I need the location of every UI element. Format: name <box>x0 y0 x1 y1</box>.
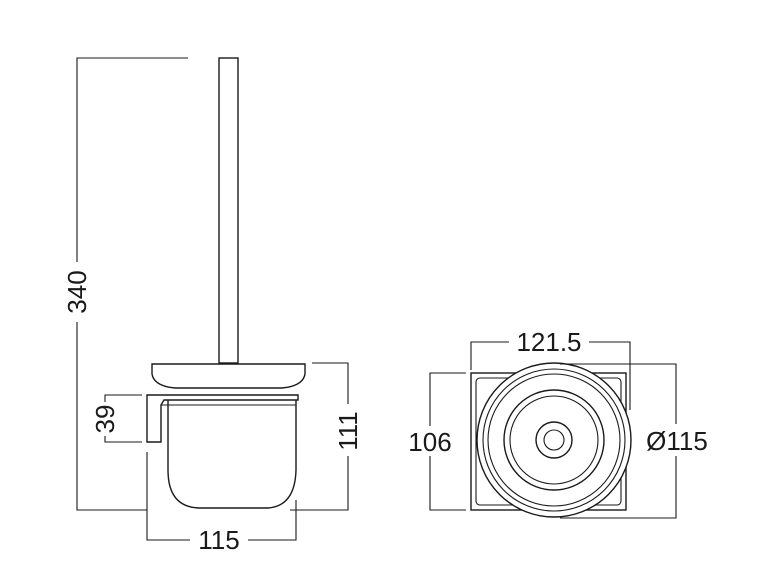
dimension-side-width: 115 <box>146 452 297 555</box>
dim-label-39: 39 <box>90 405 120 434</box>
wall-holder-arm <box>146 394 299 443</box>
outer-cup-ring <box>476 362 632 518</box>
dim-label-diameter: Ø115 <box>646 426 708 456</box>
dim-label-111: 111 <box>333 411 363 451</box>
dimension-top-width: 121.5 <box>470 327 631 410</box>
dim-label-106: 106 <box>408 427 451 457</box>
cup-lid <box>151 363 306 389</box>
glass-cup <box>167 400 297 509</box>
dimension-cup-height: 111 <box>290 362 365 511</box>
dim-label-121-5: 121.5 <box>516 327 581 357</box>
dimension-total-height: 340 <box>60 57 188 511</box>
brush-handle-top <box>535 421 573 459</box>
dimension-holder-height: 39 <box>90 394 142 443</box>
dimension-top-depth: 106 <box>403 372 466 511</box>
dimension-diameter: Ø115 <box>560 363 716 519</box>
side-view <box>146 57 306 509</box>
dim-label-340: 340 <box>62 270 92 313</box>
brush-handle <box>218 57 239 364</box>
dim-label-115: 115 <box>198 525 239 555</box>
top-view <box>470 362 632 518</box>
